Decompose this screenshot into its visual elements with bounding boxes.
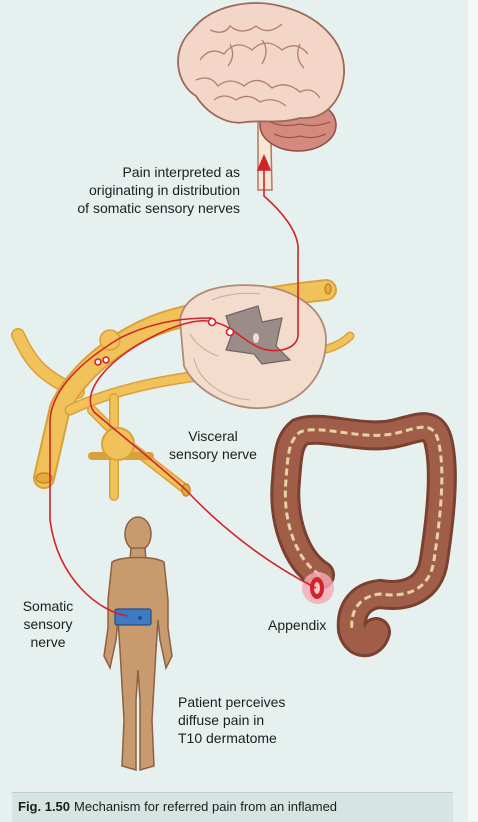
spinal-cord-section bbox=[179, 284, 327, 409]
pain-pathway bbox=[49, 153, 317, 617]
figure-number: Fig. 1.50 bbox=[18, 799, 71, 814]
patient-figure bbox=[103, 516, 173, 771]
label-patient-perceives: Patient perceives diffuse pain in T10 de… bbox=[178, 694, 286, 746]
colon-illustration bbox=[270, 412, 457, 658]
brain-illustration bbox=[177, 2, 345, 191]
page-margin bbox=[468, 0, 478, 821]
caption-text: Mechanism for referred pain from an infl… bbox=[74, 799, 338, 814]
dermatome-band bbox=[114, 608, 152, 626]
label-appendix: Appendix bbox=[268, 617, 327, 633]
label-somatic-sensory-nerve: Somatic sensory nerve bbox=[22, 598, 74, 650]
appendix-inflamed bbox=[302, 572, 334, 604]
label-pain-interpreted: Pain interpreted as originating in distr… bbox=[77, 164, 240, 216]
label-visceral-sensory-nerve: Visceral sensory nerve bbox=[169, 428, 257, 462]
